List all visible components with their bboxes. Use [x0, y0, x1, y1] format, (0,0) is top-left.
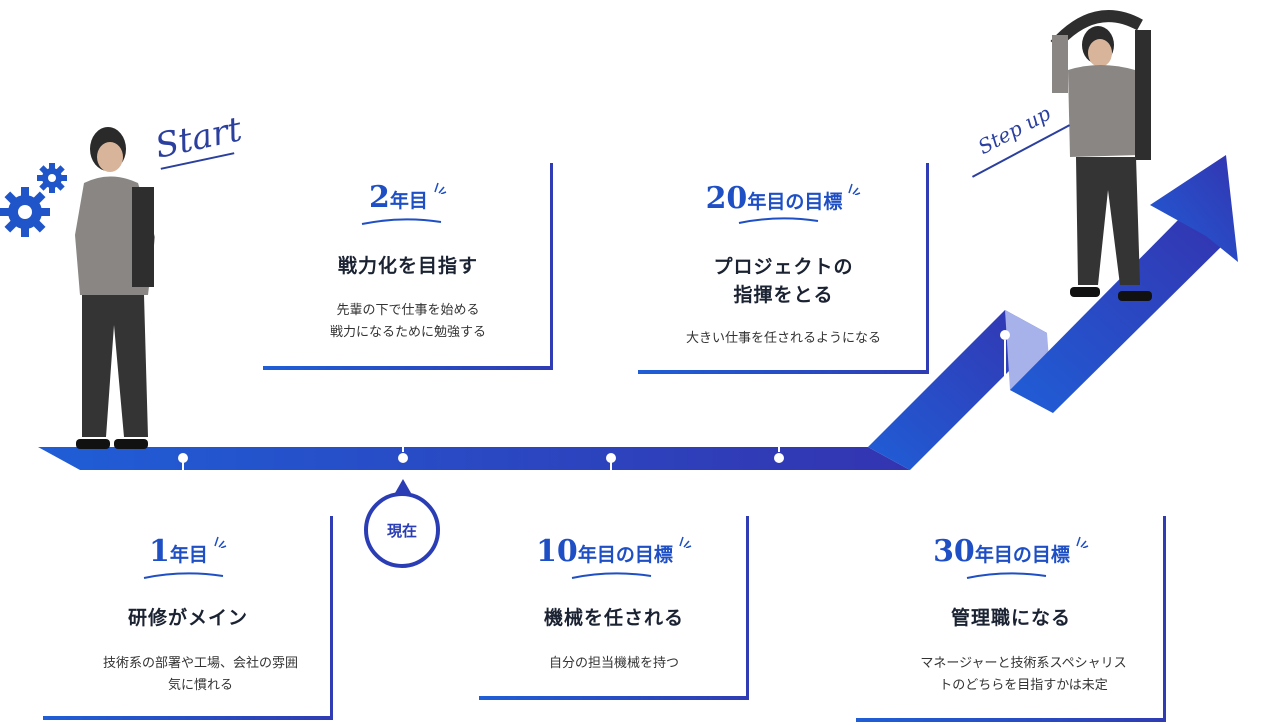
card-year20: 20年目の目標 プロジェクトの 指揮をとる 大きい仕事を任されるようになる	[638, 163, 929, 374]
gear-icon	[0, 163, 67, 237]
road-dot-year30	[1000, 330, 1010, 340]
road-arrow-shaft	[1010, 218, 1226, 413]
year-underline	[966, 572, 1047, 579]
card-year10: 10年目の目標 機械を任される 自分の担当機械を持つ	[479, 516, 749, 700]
road-dot-year2	[398, 453, 408, 463]
year-heading: 30年目の目標	[856, 534, 1166, 569]
card-title: 管理職になる	[950, 607, 1071, 629]
road-dot-year20	[774, 453, 784, 463]
sparkle-icon	[1076, 536, 1089, 548]
card-title: 戦力化を目指す	[337, 255, 478, 277]
road-tick-year10	[610, 462, 612, 472]
road-line-year20	[778, 366, 780, 452]
road-ramp	[868, 310, 1047, 470]
card-title-2: 指揮をとる	[733, 284, 834, 306]
card-title: 機械を任される	[543, 607, 684, 629]
card-year2: 2年目 戦力化を目指す 先輩の下で仕事を始める 戦力になるために勉強する	[263, 160, 553, 370]
year-underline	[571, 572, 652, 579]
year-heading: 2年目	[263, 180, 553, 215]
year-heading: 20年目の目標	[638, 181, 929, 216]
employee-figure-start	[75, 127, 155, 449]
card-desc-1: 先輩の下で仕事を始める	[336, 303, 480, 318]
card-desc-1: 技術系の部署や工場、会社の雰囲	[102, 656, 298, 671]
employee-figure-stepup	[1050, 10, 1152, 301]
road-dot-year1	[178, 453, 188, 463]
sparkle-icon	[848, 183, 861, 195]
road-line-year30	[1004, 340, 1006, 380]
year-underline	[143, 572, 224, 579]
card-desc-1: 自分の担当機械を持つ	[548, 656, 679, 671]
year-underline	[738, 217, 819, 224]
year-underline	[361, 218, 442, 225]
sparkle-icon	[434, 182, 447, 194]
card-title-1: プロジェクトの	[713, 256, 854, 278]
card-desc-2: 戦力になるために勉強する	[329, 325, 486, 340]
sparkle-icon	[214, 536, 227, 548]
now-pointer	[395, 479, 411, 493]
card-title: 研修がメイン	[127, 607, 248, 629]
year-heading: 10年目の目標	[479, 534, 749, 569]
card-desc-2: 気に慣れる	[167, 678, 233, 693]
road-dot-year10	[606, 453, 616, 463]
arrow-up-icon	[1150, 155, 1238, 262]
card-year1: 1年目 研修がメイン 技術系の部署や工場、会社の雰囲 気に慣れる	[43, 516, 333, 720]
road-line-year2	[402, 360, 404, 452]
card-desc-1: 大きい仕事を任されるようになる	[685, 331, 881, 346]
road-tick-year1	[182, 462, 184, 472]
card-year30: 30年目の目標 管理職になる マネージャーと技術系スペシャリス トのどちらを目指…	[856, 516, 1166, 722]
card-desc-2: トのどちらを目指すかは未定	[939, 678, 1108, 693]
sparkle-icon	[679, 536, 692, 548]
now-badge: 現在	[364, 492, 440, 568]
road-band	[38, 447, 910, 470]
card-desc-1: マネージャーと技術系スペシャリス	[920, 656, 1127, 671]
year-heading: 1年目	[43, 534, 333, 569]
